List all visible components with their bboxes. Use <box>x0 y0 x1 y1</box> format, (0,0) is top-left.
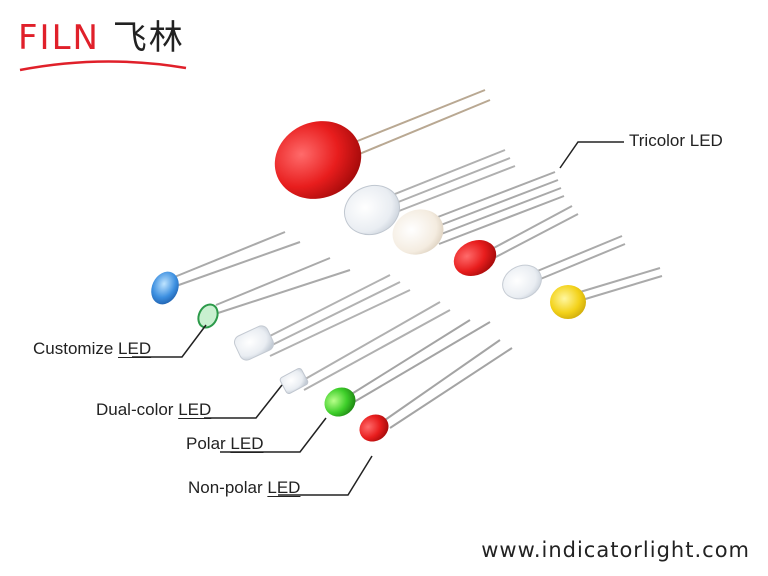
label-tricolor-prefix: Tricolor <box>629 131 690 150</box>
label-customize-prefix: Customize <box>33 339 119 358</box>
brand-name-latin: FILN <box>18 18 100 58</box>
leader-customize <box>132 324 207 358</box>
brand-name-cn: 飞林 <box>112 18 185 58</box>
led-small-clear <box>502 235 626 300</box>
led-red-nonpolar <box>359 339 513 442</box>
brand-name: FILN 飞林 <box>18 18 185 58</box>
led-green-polar <box>324 319 491 417</box>
label-customize-suffix: LED <box>118 339 152 358</box>
label-non-polar-prefix: Non-polar <box>188 478 268 497</box>
led-clear-large <box>344 149 516 236</box>
logo-swoosh-icon <box>19 60 187 72</box>
label-dual-color-prefix: Dual-color <box>96 400 179 419</box>
label-tricolor-suffix: LED <box>689 131 723 150</box>
label-polar-prefix: Polar <box>186 434 231 453</box>
label-tricolor-led: Tricolor LED <box>629 131 723 151</box>
label-dual-color-led: Dual-color LED <box>96 400 211 420</box>
label-non-polar-led: Non-polar LED <box>188 478 300 498</box>
led-yellow <box>550 267 663 319</box>
led-small-red <box>453 205 579 276</box>
label-polar-led: Polar LED <box>186 434 264 454</box>
led-tricolor <box>392 171 565 255</box>
leader-dual-color <box>204 384 283 419</box>
label-customize-led: Customize LED <box>33 339 151 359</box>
led-clear-rect <box>233 274 411 361</box>
label-non-polar-suffix: LED <box>267 478 301 497</box>
leader-tricolor <box>559 141 624 169</box>
label-polar-suffix: LED <box>230 434 264 453</box>
leader-non-polar <box>278 455 373 496</box>
led-blue <box>151 231 301 305</box>
led-dual-color <box>279 301 451 395</box>
led-large-red <box>274 89 491 199</box>
led-customize-green <box>197 257 351 329</box>
brand-logo: FILN 飞林 <box>18 18 188 74</box>
label-dual-color-suffix: LED <box>178 400 212 419</box>
website-url: www.indicatorlight.com <box>481 538 750 562</box>
leader-polar <box>220 417 327 453</box>
